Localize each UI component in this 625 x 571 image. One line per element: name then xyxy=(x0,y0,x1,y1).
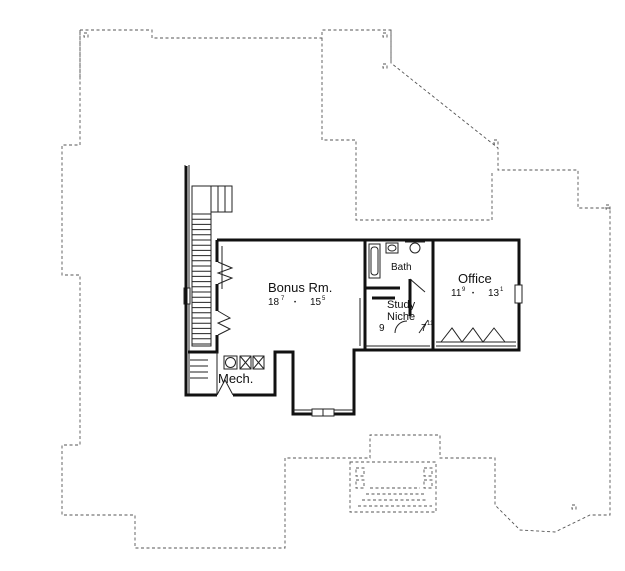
sink-icon xyxy=(409,242,421,254)
office-width-inches: 9 xyxy=(462,287,466,293)
bay-window xyxy=(311,408,335,417)
doors xyxy=(216,261,506,396)
study-niche-line1: Study xyxy=(387,299,416,311)
mech-equipment xyxy=(190,352,265,394)
bath-fixtures xyxy=(368,241,425,279)
study-niche-depth-inches: 11 xyxy=(427,321,434,327)
bonus-room-width: 18 xyxy=(268,297,280,308)
bonus-room-name: Bonus Rm. xyxy=(268,280,332,295)
porch-steps xyxy=(349,461,437,513)
bonus-room-dim-sep: • xyxy=(294,300,296,306)
study-niche-depth: 7 xyxy=(421,323,427,334)
bonus-room-width-inches: 7 xyxy=(281,296,285,302)
office-window xyxy=(514,284,523,304)
lower-level-outline xyxy=(61,29,611,549)
office-width: 11 xyxy=(451,288,462,299)
walls xyxy=(184,166,521,416)
mech-room-name: Mech. xyxy=(218,371,253,386)
office-depth: 13 xyxy=(488,288,500,299)
room-labels: Bonus Rm. 18 7 • 15 5 Bath Study Niche 9… xyxy=(218,262,504,386)
bath-name: Bath xyxy=(391,262,412,273)
study-niche-width: 9 xyxy=(379,323,385,334)
bonus-room-depth-inches: 5 xyxy=(322,296,326,302)
study-niche-line2: Niche xyxy=(387,311,415,323)
water-heater-icon xyxy=(225,357,236,368)
office-name: Office xyxy=(458,271,492,286)
bonus-room-depth: 15 xyxy=(310,297,322,308)
office-dim-sep: • xyxy=(472,291,474,297)
office-depth-inches: 1 xyxy=(500,287,504,293)
